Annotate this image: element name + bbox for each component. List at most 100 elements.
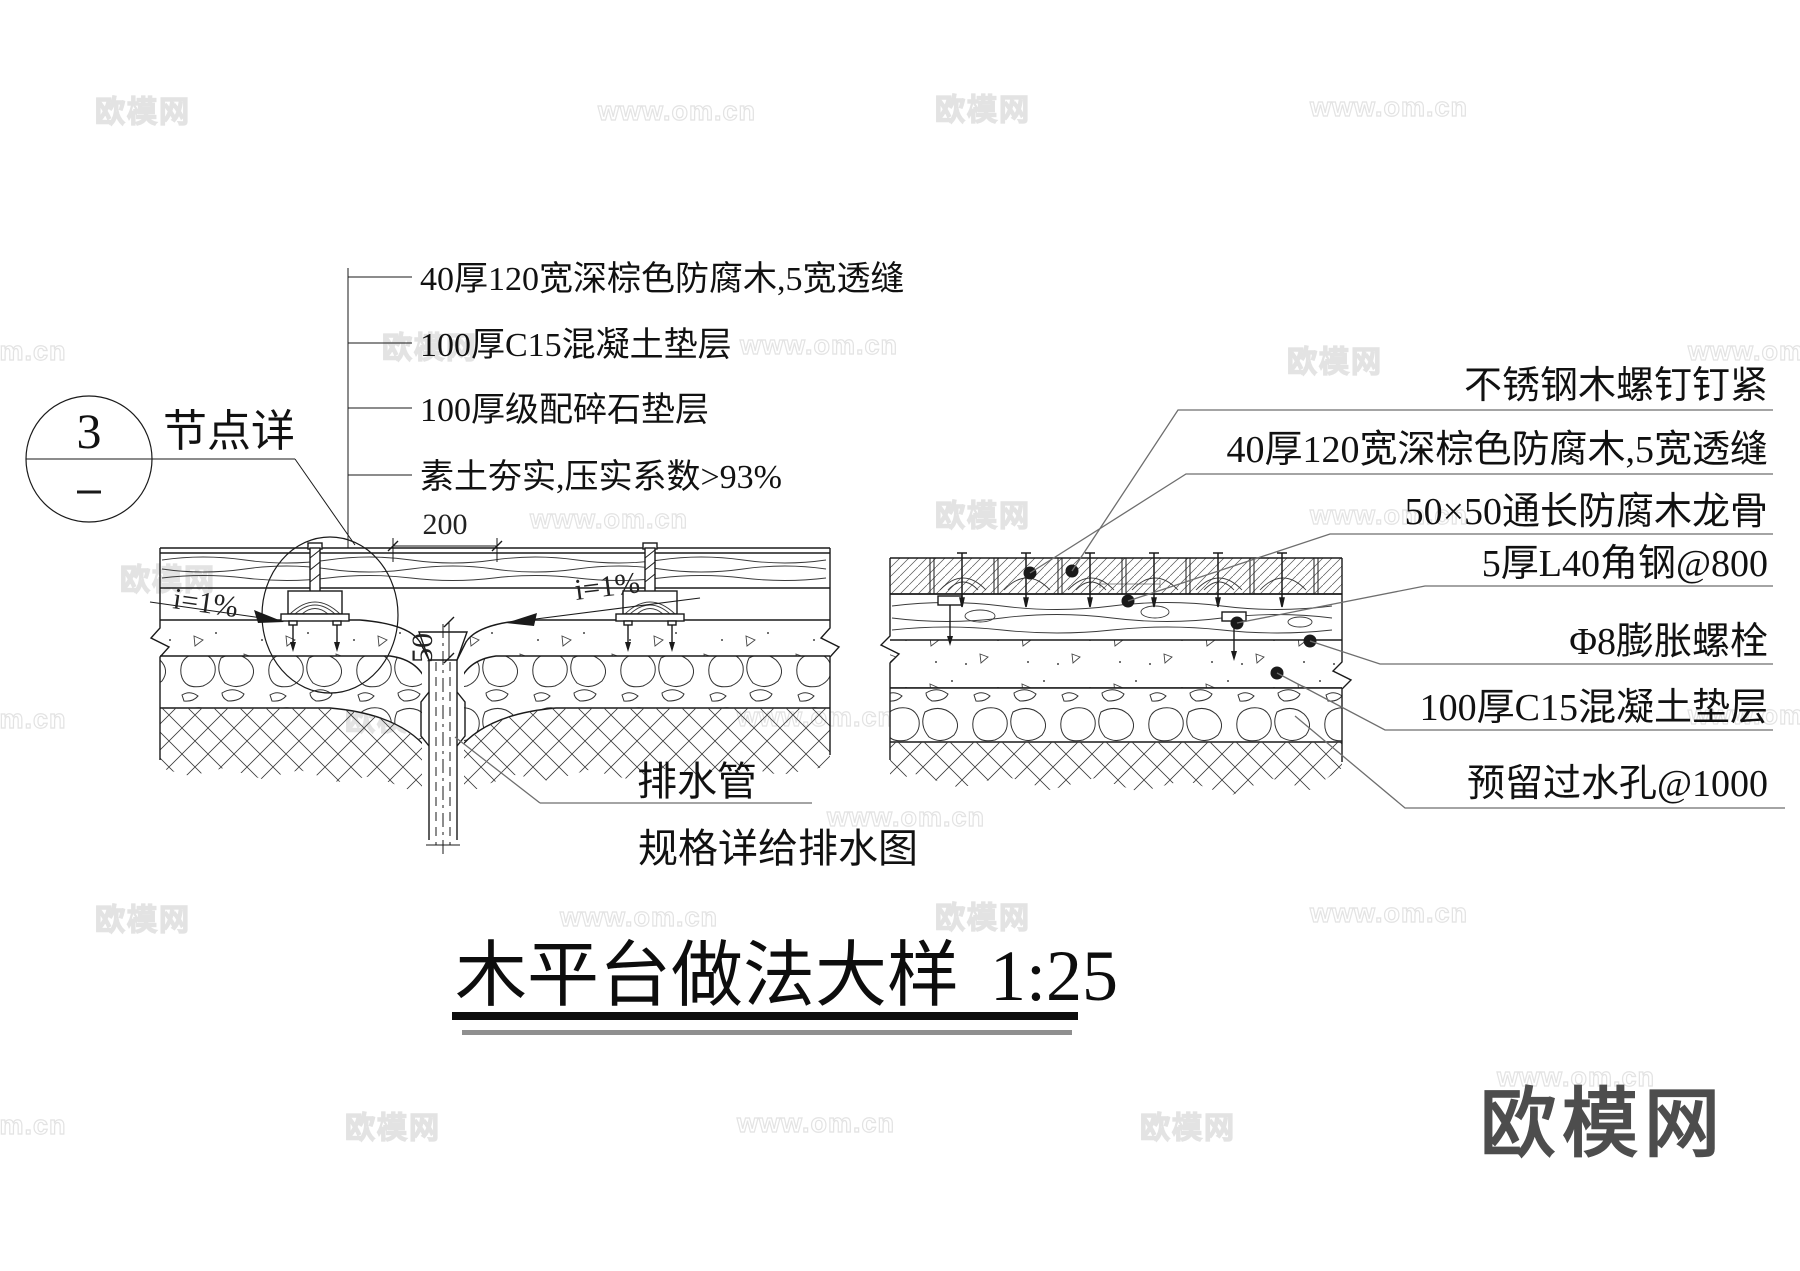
- left-edge-break: [149, 548, 171, 760]
- watermark-layer: 欧模网 www.om.cn 欧模网 www.om.cn om.cn 欧模网 ww…: [0, 91, 1800, 1145]
- bracket-ticks: [348, 276, 412, 476]
- title-underline-thick: [452, 1012, 1078, 1020]
- annotation-concrete: 100厚C15混凝土垫层: [420, 326, 732, 364]
- soil-layer-right: [458, 708, 830, 800]
- watermark-logo: 欧模网: [95, 904, 191, 937]
- watermark-logo: 欧模网: [935, 500, 1031, 533]
- watermark-logo: 欧模网: [935, 902, 1031, 935]
- concrete-layer: [890, 640, 1342, 688]
- watermark-url: www.om.cn: [1687, 336, 1800, 366]
- slope-label-right: i=1%: [573, 566, 642, 607]
- watermark-url-short: om.cn: [0, 704, 67, 734]
- gravel-layer-right: [458, 656, 830, 750]
- leader-deck: [1029, 473, 1773, 574]
- drain-pipe-label: 排水管: [637, 759, 757, 804]
- drain-callout: 排水管 规格详给排水图: [454, 736, 918, 871]
- watermark-url: www.om.cn: [1496, 1062, 1655, 1092]
- pipe-inner-dashed: [435, 662, 451, 845]
- joist-grain-3: [891, 626, 1333, 634]
- watermark-url: www.om.cn: [1309, 92, 1468, 122]
- drain-spec-note: 规格详给排水图: [638, 826, 918, 871]
- site-logo: 欧模网: [1480, 1082, 1726, 1167]
- annotation-waterhole: 预留过水孔@1000: [1467, 763, 1768, 805]
- gravel-layer: [890, 688, 1342, 742]
- left-annotations: 40厚120宽深棕色防腐木,5宽透缝 100厚C15混凝土垫层 100厚级配碎石…: [347, 260, 905, 548]
- node-detail-marker: 3 节点详: [25, 395, 356, 546]
- detail-ellipse: [261, 536, 399, 694]
- marker-number: 3: [77, 403, 102, 459]
- marker-leader: [294, 458, 356, 546]
- annotation-concrete: 100厚C15混凝土垫层: [1420, 687, 1768, 729]
- watermark-url: www.om.cn: [597, 96, 756, 126]
- dim50-text: 50: [406, 633, 439, 663]
- soil-layer-left: [160, 708, 428, 800]
- watermark-url: www.om.cn: [739, 330, 898, 360]
- watermark-url: www.om.cn: [529, 504, 688, 534]
- watermark-url: www.om.cn: [559, 902, 718, 932]
- leader-joist: [1127, 533, 1773, 602]
- drawing-title: 木平台做法大样 1:25: [452, 936, 1118, 1035]
- annotation-soil: 素土夯实,压实系数>93%: [420, 458, 782, 496]
- joist-knot-3: [1287, 616, 1313, 628]
- deck-grain-1: [161, 556, 827, 564]
- drain-pipe-walls: [428, 660, 458, 840]
- deck-lines: [890, 557, 1342, 595]
- angle-bolt-1-tip: [947, 636, 953, 646]
- annotation-gravel: 100厚级配碎石垫层: [420, 391, 709, 429]
- leader-waterhole: [1294, 715, 1785, 809]
- right-edge-break: [1331, 558, 1353, 762]
- title-underline-thin: [462, 1030, 1072, 1035]
- soil-layer: [890, 742, 1342, 796]
- gravel-layer-left: [160, 656, 428, 750]
- dim200-ticks: [387, 540, 503, 552]
- right-section: [879, 552, 1353, 796]
- dim200-extensions: [392, 538, 498, 562]
- deck-layer-lines: [160, 547, 830, 589]
- right-annotations: 不锈钢木螺钉钉紧 40厚120宽深棕色防腐木,5宽透缝 50×50通长防腐木龙骨…: [1029, 365, 1785, 809]
- watermark-logo: 欧模网: [1140, 1112, 1236, 1145]
- watermark-url: www.om.cn: [1309, 500, 1468, 530]
- watermark-url: www.om.cn: [826, 802, 985, 832]
- watermark-logo: 欧模网: [1287, 346, 1383, 379]
- left-section: i=1% i=1% 200 50: [149, 508, 841, 858]
- node-detail-label: 节点详: [163, 407, 295, 456]
- leader-angle: [1236, 585, 1773, 624]
- deck-grain-3: [161, 575, 827, 581]
- watermark-logo: 欧模网: [935, 94, 1031, 127]
- annotation-screw: 不锈钢木螺钉钉紧: [1464, 365, 1768, 407]
- left-edge-break: [879, 558, 901, 760]
- annotation-angle-steel: 5厚L40角钢@800: [1482, 543, 1768, 585]
- watermark-url: www.om.cn: [1309, 898, 1468, 928]
- watermark-url: www.om.cn: [736, 1108, 895, 1138]
- leader-concrete: [1276, 672, 1773, 731]
- watermark-url-short: om.cn: [0, 1110, 67, 1140]
- joist-knot-1: [964, 609, 996, 623]
- watermark-logo: 欧模网: [345, 1112, 441, 1145]
- annotation-deck: 40厚120宽深棕色防腐木,5宽透缝: [1226, 429, 1768, 471]
- annotation-expansion-bolt: Φ8膨胀螺栓: [1569, 621, 1768, 663]
- drain-leader: [454, 736, 541, 804]
- leader-bolt: [1309, 640, 1773, 665]
- right-edge-break: [819, 548, 841, 755]
- angle-bolt-2-tip: [1231, 651, 1237, 661]
- watermark-url: www.om.cn: [1687, 700, 1800, 730]
- slope-arrow-right-line: [527, 597, 701, 621]
- annotation-deck: 40厚120宽深棕色防腐木,5宽透缝: [420, 260, 905, 298]
- dim200-text: 200: [423, 508, 468, 541]
- joist-grain-2: [891, 614, 1333, 622]
- watermark-logo: 欧模网: [382, 332, 478, 365]
- joist-knot-2: [1140, 605, 1170, 619]
- deck-layer: [890, 558, 1342, 594]
- deck-board-joints: [929, 558, 1319, 594]
- slope-arrow-left-head: [254, 610, 284, 623]
- slope-arrow-right-head: [506, 613, 537, 626]
- drain-bowl-left: [359, 619, 430, 661]
- watermark-logo: 欧模网: [95, 96, 191, 129]
- dim50-ticks: [443, 616, 455, 664]
- annotation-joist: 50×50通长防腐木龙骨: [1405, 491, 1768, 533]
- slope-arrow-left-line: [149, 601, 263, 619]
- leader-screw: [1071, 409, 1773, 572]
- title-text: 木平台做法大样: [455, 936, 959, 1016]
- concrete-layer: [160, 620, 830, 656]
